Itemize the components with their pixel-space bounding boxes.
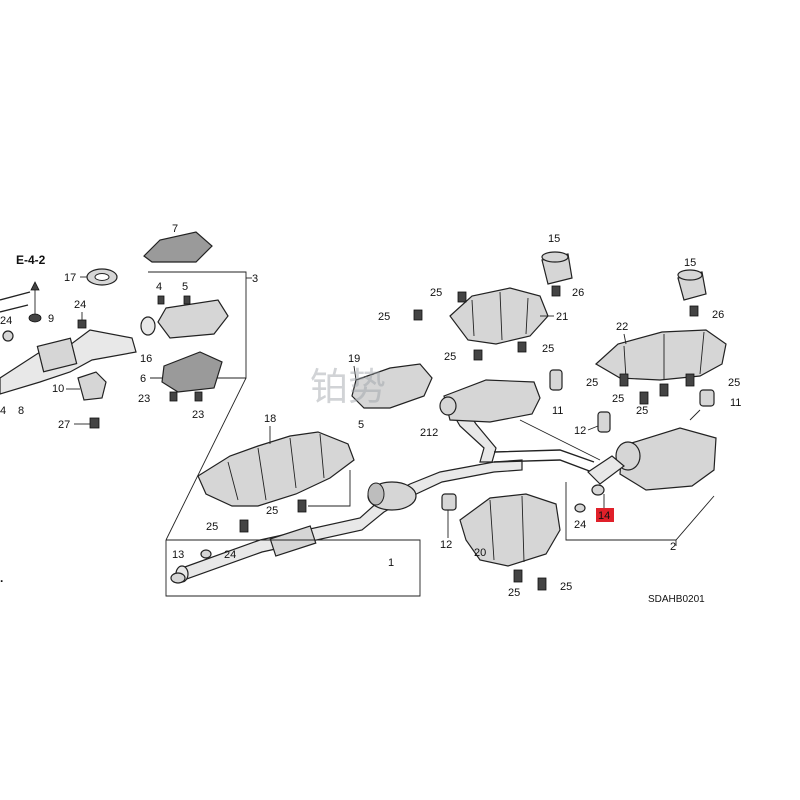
callout-26-right: 26 <box>712 309 724 321</box>
callout-24-pipe: 24 <box>224 549 236 561</box>
callout-20: 20 <box>474 547 486 559</box>
callout-15-center: 15 <box>548 233 560 245</box>
callout-11-center: 11 <box>552 405 563 417</box>
callout-25-s21-c: 25 <box>444 351 456 363</box>
callout-3: 3 <box>252 273 258 285</box>
callout-6: 6 <box>140 373 146 385</box>
rubber-hanger-15-center <box>541 251 573 285</box>
callout-2: 2 <box>670 541 676 553</box>
callout-14-highlighted: 14 <box>598 510 610 522</box>
callout-1: 1 <box>388 557 394 569</box>
callout-25-s22-a: 25 <box>586 377 598 389</box>
gasket-part-17 <box>86 268 118 286</box>
callout-19: 19 <box>348 353 360 365</box>
callout-25-s20-a: 25 <box>508 587 520 599</box>
callout-25-shield18-b: 25 <box>266 505 278 517</box>
callout-11-right: 11 <box>730 397 741 409</box>
callout-25-s22-d: 25 <box>728 377 740 389</box>
heat-shield-22 <box>594 329 727 381</box>
callout-18: 18 <box>264 413 276 425</box>
callout-27: 27 <box>58 419 70 431</box>
callout-9: 9 <box>48 313 54 325</box>
callout-5: 5 <box>182 281 188 293</box>
callout-25-s22-c: 25 <box>636 405 648 417</box>
callout-17: 17 <box>64 272 76 284</box>
callout-26-center: 26 <box>572 287 584 299</box>
callout-25-s21-a: 25 <box>430 287 442 299</box>
reference-label: E-4-2 <box>16 253 46 267</box>
callout-10: 10 <box>52 383 64 395</box>
callout-23-a: 23 <box>138 393 150 405</box>
callout-23-b: 23 <box>192 409 204 421</box>
callout-25-s22-b: 25 <box>612 393 624 405</box>
callout-15-right: 15 <box>684 257 696 269</box>
rear-muffler-2 <box>565 427 717 541</box>
callout-25-s21-b: 25 <box>378 311 390 323</box>
watermark: 铂势 <box>310 365 386 409</box>
edge-mark: . <box>0 571 3 585</box>
callout-4-edge: 4 <box>0 405 6 417</box>
callout-12-right: 12 <box>574 425 586 437</box>
callout-13: 13 <box>172 549 184 561</box>
callout-24-edge: 24 <box>0 315 12 327</box>
heat-shield-18 <box>197 431 355 507</box>
callout-8: 8 <box>18 405 24 417</box>
callout-24-rear: 24 <box>574 519 586 531</box>
callout-12-left: 12 <box>440 539 452 551</box>
heat-shield-19 <box>351 363 433 409</box>
callout-5-center: 5 <box>358 419 364 431</box>
callout-22: 22 <box>616 321 628 333</box>
rubber-hanger-15-right <box>677 269 707 301</box>
front-pipe-left <box>0 291 137 395</box>
callout-16: 16 <box>140 353 152 365</box>
callout-25-shield18: 25 <box>206 521 218 533</box>
callout-25-s21-d: 25 <box>542 343 554 355</box>
callout-24-left: 24 <box>74 299 86 311</box>
catalyst-group-3 <box>140 231 247 393</box>
highlight-badge-14 <box>596 508 614 522</box>
center-muffler <box>439 379 541 423</box>
callout-21: 21 <box>556 311 568 323</box>
callout-2-center: 2 <box>420 427 426 439</box>
callout-4: 4 <box>156 281 162 293</box>
bracket-part-10 <box>77 371 107 401</box>
callout-7: 7 <box>172 223 178 235</box>
callout-12-center: 12 <box>426 427 438 439</box>
diagram-code: SDAHB0201 <box>648 594 705 605</box>
heat-shield-20 <box>459 493 561 567</box>
callout-25-s20-b: 25 <box>560 581 572 593</box>
